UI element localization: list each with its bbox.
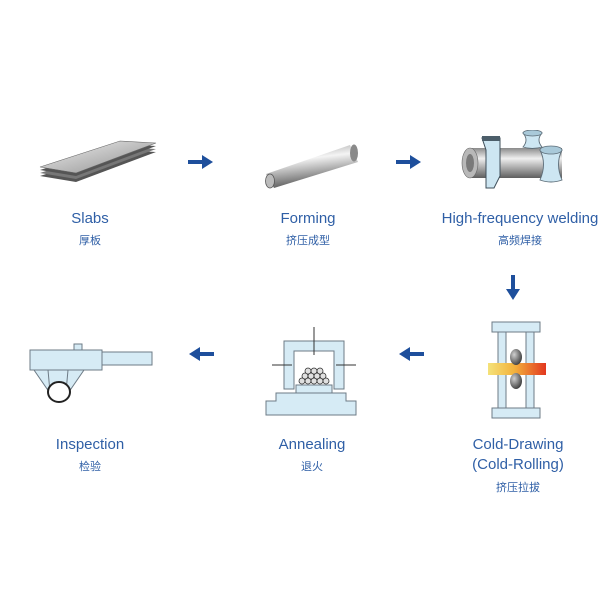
- arrow-right-icon: [396, 155, 421, 169]
- step-label: Slabs: [71, 210, 109, 227]
- furnace-icon: [265, 327, 357, 416]
- weld-rollers-icon: [461, 130, 563, 189]
- step-label: Cold-Drawing: [472, 436, 564, 453]
- rolling-mill-icon: [488, 321, 546, 419]
- step-sublabel: 检验: [79, 460, 101, 473]
- step-sublabel: 厚板: [79, 234, 101, 247]
- step-label: Inspection: [55, 436, 125, 453]
- arrow-right-icon: [188, 155, 213, 169]
- slab-stack-icon: [39, 140, 157, 182]
- step-sublabel: 挤压成型: [286, 234, 330, 247]
- caliper-icon: [29, 343, 153, 403]
- arrow-down-icon: [506, 275, 520, 300]
- arrow-left-icon: [399, 347, 424, 361]
- arrow-left-icon: [189, 347, 214, 361]
- tube-icon: [265, 144, 358, 189]
- step-sublabel: 高频焊接: [498, 234, 542, 247]
- step-label: High-frequency welding: [441, 210, 599, 227]
- step-sublabel: 退火: [301, 460, 323, 473]
- step-label-secondary: (Cold-Rolling): [472, 456, 564, 473]
- step-label: Forming: [280, 210, 336, 227]
- step-label: Annealing: [278, 436, 346, 453]
- step-sublabel: 挤压拉拔: [496, 481, 540, 494]
